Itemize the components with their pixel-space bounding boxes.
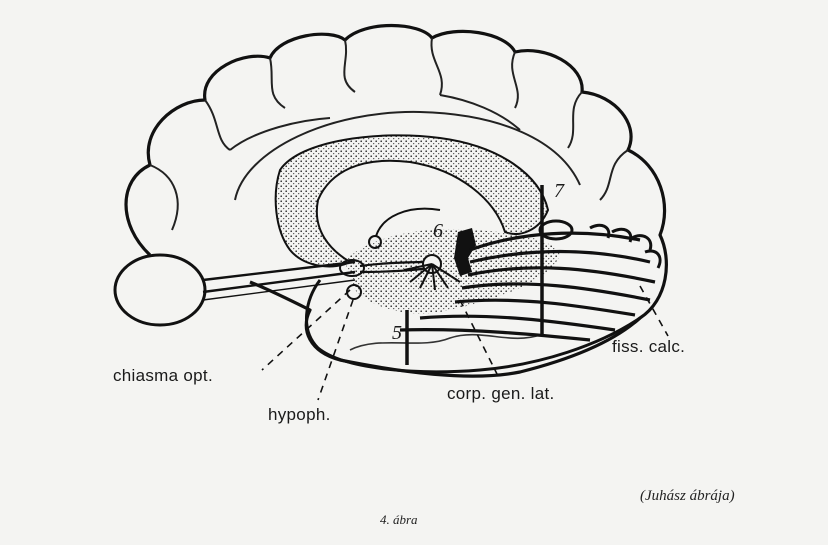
- eyeball: [115, 255, 205, 325]
- gyrus-line: [270, 58, 285, 108]
- gyrus-line: [431, 38, 441, 95]
- gyrus-line: [568, 92, 582, 148]
- gyrus-line: [600, 150, 628, 200]
- marker-6: 6: [433, 220, 443, 243]
- gyrus-line: [205, 100, 230, 150]
- label-hypoph: hypoph.: [268, 405, 331, 425]
- label-fiss-calc: fiss. calc.: [612, 337, 685, 357]
- gyrus-line: [440, 95, 520, 130]
- label-corp-gen-lat: corp. gen. lat.: [447, 384, 555, 404]
- label-chiasma-opt: chiasma opt.: [113, 366, 213, 386]
- marker-5: 5: [392, 322, 402, 345]
- marker-7: 7: [554, 180, 564, 203]
- temporal-gyrus: [350, 335, 540, 350]
- gyrus-line: [150, 165, 178, 230]
- figure-caption: 4. ábra: [380, 512, 418, 528]
- gyrus-line: [344, 40, 355, 92]
- credit-caption: (Juhász ábrája): [640, 488, 735, 505]
- gyrus-line: [512, 52, 518, 108]
